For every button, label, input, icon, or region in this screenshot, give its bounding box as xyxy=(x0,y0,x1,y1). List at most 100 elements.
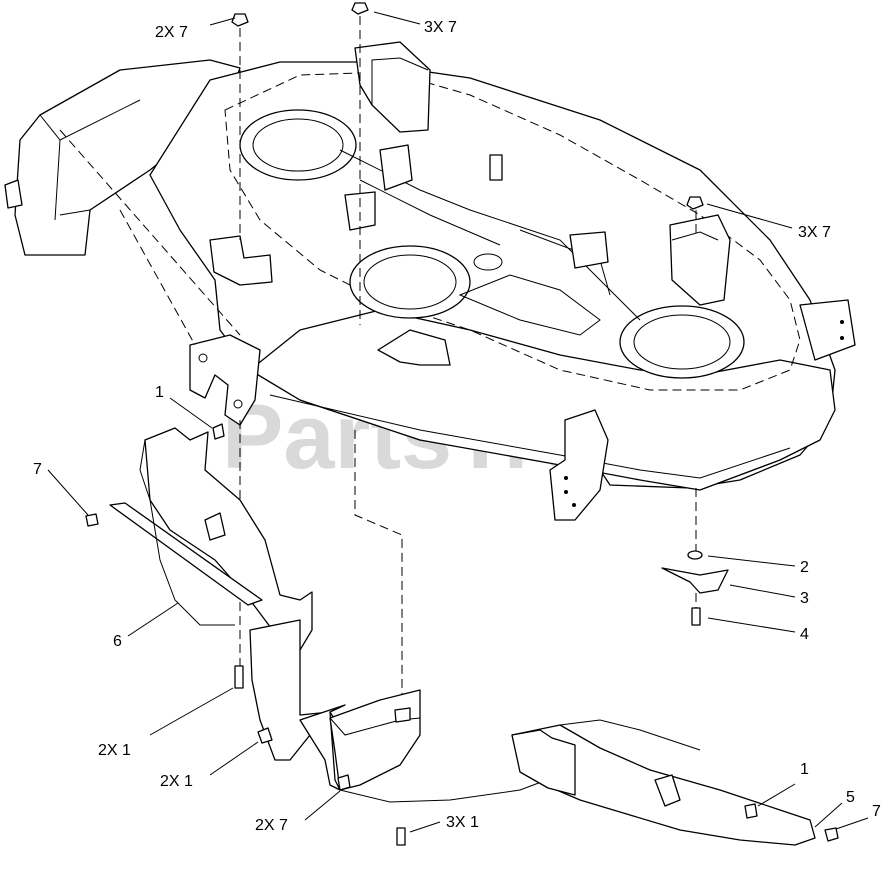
center-baffle-bottom-edge xyxy=(339,774,561,803)
lug-hole xyxy=(840,320,844,324)
center-baffle-flange xyxy=(299,704,346,791)
hardware-top xyxy=(231,2,704,210)
leader-line xyxy=(835,817,869,830)
nut-icon xyxy=(85,513,99,527)
leader-line xyxy=(707,617,796,633)
center-post xyxy=(379,144,413,191)
callout-labels: 2X 7 3X 7 3X 7 1 7 2 3 4 6 2X 1 2X 1 2X … xyxy=(33,19,881,834)
right-baffle-bracket xyxy=(511,729,576,796)
nut-icon xyxy=(824,827,839,842)
leader-line xyxy=(127,602,179,637)
callout-3x7-right: 3X 7 xyxy=(798,224,831,241)
mid-bracket xyxy=(569,231,609,269)
callout-5: 5 xyxy=(846,789,855,806)
front-center-arm-body xyxy=(377,329,451,366)
right-bracket-top xyxy=(669,214,731,306)
rear-bracket-top xyxy=(354,41,431,133)
center-standoff xyxy=(344,191,376,231)
left-baffle-lower-edge xyxy=(139,439,235,626)
callout-2x1-b: 2X 1 xyxy=(160,773,193,790)
callout-6: 6 xyxy=(113,633,122,650)
washer-icon xyxy=(687,550,703,560)
centerline xyxy=(59,129,241,336)
leader-line xyxy=(729,584,796,598)
right-baffle xyxy=(511,719,816,846)
nut-icon xyxy=(231,13,249,27)
deck-plate-opening xyxy=(458,274,601,336)
arm-hole xyxy=(564,476,568,480)
leader-line xyxy=(149,687,234,736)
leader-line xyxy=(209,741,259,776)
leader-line xyxy=(169,397,213,429)
arm-hole xyxy=(233,399,243,409)
deck-left-lug xyxy=(4,179,23,209)
spindle-ring-right xyxy=(633,314,731,370)
spindle-ring-left xyxy=(252,118,344,172)
leader-line xyxy=(47,469,89,516)
callout-2x7-bottom: 2X 7 xyxy=(255,817,288,834)
baffle-tab xyxy=(204,512,226,541)
left-baffle-body xyxy=(144,427,313,656)
center-baffle xyxy=(249,619,561,803)
rear-bracket-edge xyxy=(371,57,429,105)
bolt-icon xyxy=(744,803,758,819)
callout-3: 3 xyxy=(800,590,809,607)
baffle-tab xyxy=(394,707,411,723)
nut-icon xyxy=(337,774,351,791)
front-left-arm-body xyxy=(189,334,261,426)
belt-cover-outline xyxy=(224,71,801,391)
leader-line xyxy=(707,555,796,567)
left-deck-clip xyxy=(209,235,273,286)
leader-line xyxy=(814,802,843,828)
bolt-icon xyxy=(691,607,701,626)
callout-2: 2 xyxy=(800,559,809,576)
right-bracket-edge xyxy=(671,231,719,241)
leader-lines xyxy=(47,11,869,833)
leader-line xyxy=(409,821,441,833)
centerline xyxy=(354,430,403,710)
idler-hole xyxy=(473,253,503,271)
leader-line xyxy=(304,790,341,821)
bolt-icon xyxy=(396,827,406,846)
upper-brackets xyxy=(209,41,731,306)
callout-1-left: 1 xyxy=(155,384,164,401)
front-left-arm xyxy=(189,334,261,426)
deck-left-frame-edges xyxy=(39,99,141,221)
callout-7-left: 7 xyxy=(33,461,42,478)
callout-2x1-a: 2X 1 xyxy=(98,742,131,759)
nut-icon xyxy=(686,196,704,210)
front-center-arm xyxy=(377,329,451,366)
leader-line xyxy=(209,17,236,26)
front-right-arm xyxy=(549,409,609,521)
callout-4: 4 xyxy=(800,626,809,643)
spindle-cover-outline xyxy=(224,71,801,391)
spindle-opening-left xyxy=(239,109,357,181)
hardware-lower xyxy=(85,423,839,846)
baffle-tab xyxy=(654,774,681,807)
callout-3x1: 3X 1 xyxy=(446,814,479,831)
arm-hole xyxy=(572,503,576,507)
lug-hole xyxy=(840,336,844,340)
right-baffle-top-edge xyxy=(559,719,701,751)
centerlines xyxy=(59,16,697,710)
callout-3x7-top: 3X 7 xyxy=(424,19,457,36)
spindle-ring-center xyxy=(363,254,457,310)
left-baffle xyxy=(109,427,313,656)
bolt-icon xyxy=(257,727,273,744)
leader-line xyxy=(373,11,421,25)
arm-hole xyxy=(564,490,568,494)
blade-stop-bracket xyxy=(661,567,729,594)
bolt-icon xyxy=(234,665,244,689)
leader-line xyxy=(706,203,793,229)
bolt-icon xyxy=(212,423,225,440)
left-baffle-flange xyxy=(109,502,263,606)
blade-stop-assembly xyxy=(661,550,729,626)
leader-line xyxy=(757,783,796,807)
centerline xyxy=(119,209,196,346)
post-right xyxy=(489,154,503,181)
spindle-opening-right xyxy=(619,305,745,379)
deck-right-lug xyxy=(799,299,856,361)
callout-7-right: 7 xyxy=(872,803,881,820)
